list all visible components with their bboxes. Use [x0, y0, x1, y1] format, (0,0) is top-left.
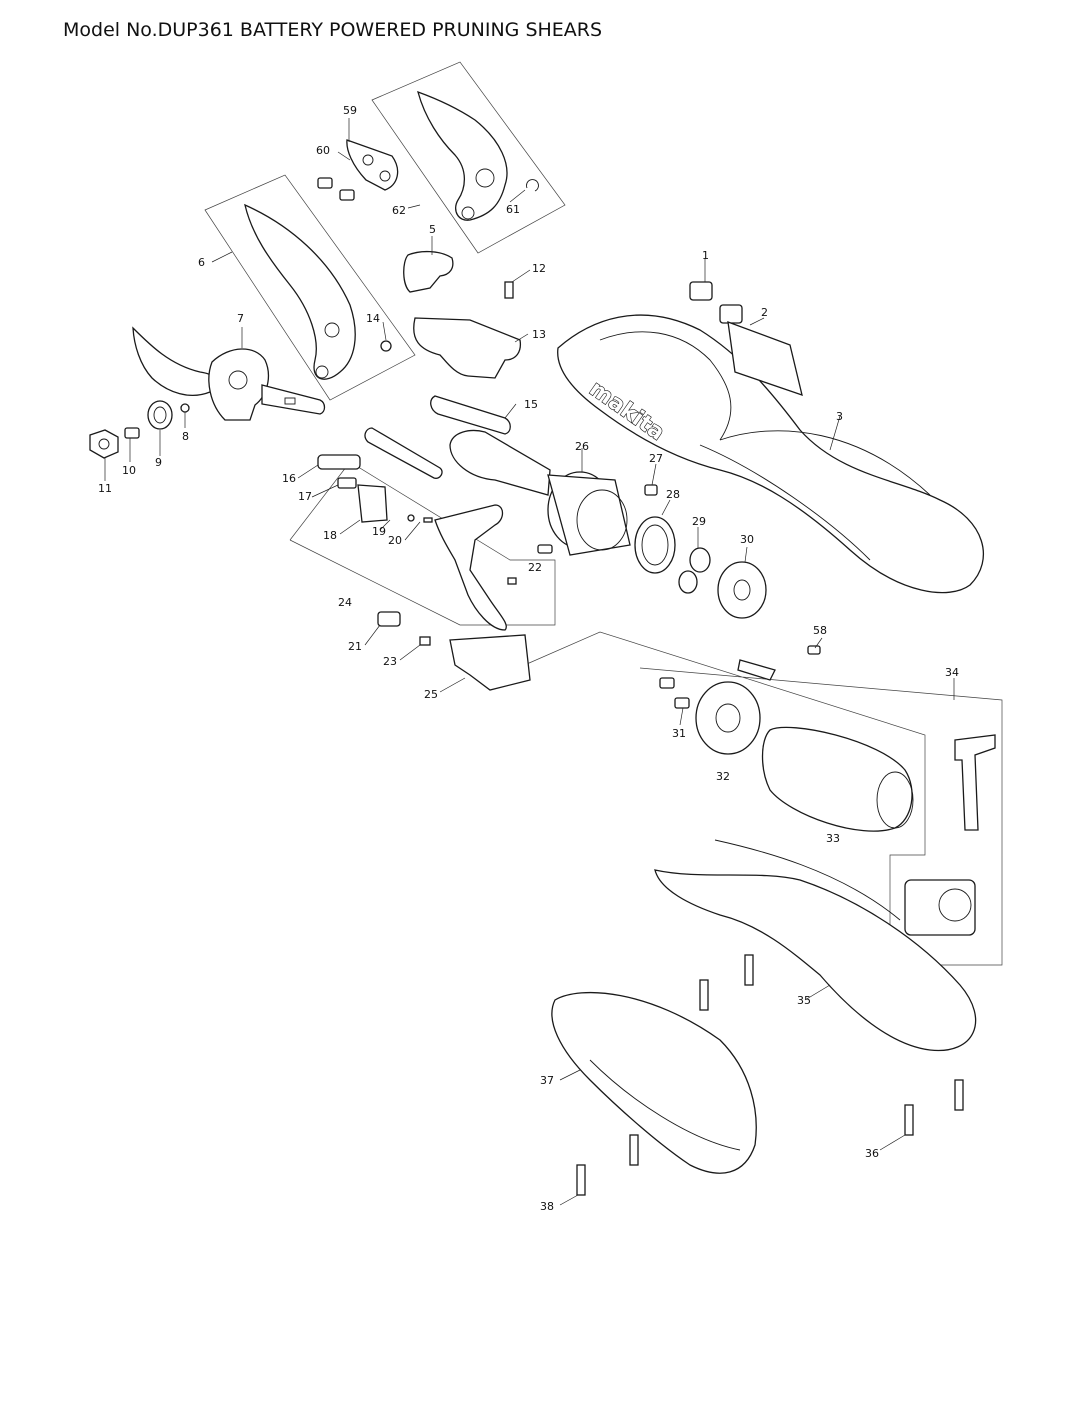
part-number-58: 58 [813, 624, 827, 637]
part-number-5: 5 [429, 223, 436, 236]
part-number-33: 33 [826, 832, 840, 845]
part-number-22: 22 [528, 561, 542, 574]
part-number-21: 21 [348, 640, 362, 653]
part-number-14: 14 [366, 312, 380, 325]
lower-blade-assembly [89, 203, 356, 459]
switch-assembly [904, 879, 976, 936]
part-number-36: 36 [865, 1147, 879, 1160]
page-title: Model No.DUP361 BATTERY POWERED PRUNING … [63, 19, 603, 41]
gear-housing-and-motor [547, 471, 996, 832]
part-number-20: 20 [388, 534, 402, 547]
part-number-3: 3 [836, 410, 843, 423]
part-number-60: 60 [316, 144, 330, 157]
part-number-10: 10 [122, 464, 136, 477]
part-number-24: 24 [338, 596, 352, 609]
part-number-15: 15 [524, 398, 538, 411]
part-number-2: 2 [761, 306, 768, 319]
part-number-7: 7 [237, 312, 244, 325]
part-number-29: 29 [692, 515, 706, 528]
handle-halves [551, 839, 977, 1196]
leader-lines [104, 118, 955, 1206]
part-number-16: 16 [282, 472, 296, 485]
part-number-11: 11 [98, 482, 112, 495]
part-number-12: 12 [532, 262, 546, 275]
drive-linkage [317, 250, 553, 691]
part-number-31: 31 [672, 727, 686, 740]
part-number-35: 35 [797, 994, 811, 1007]
part-number-34: 34 [945, 666, 959, 679]
part-number-32: 32 [716, 770, 730, 783]
part-number-62: 62 [392, 204, 406, 217]
part-number-13: 13 [532, 328, 546, 341]
part-number-19: 19 [372, 525, 386, 538]
part-number-25: 25 [424, 688, 438, 701]
part-number-61: 61 [506, 203, 520, 216]
part-number-26: 26 [575, 440, 589, 453]
part-number-8: 8 [182, 430, 189, 443]
upper-blade-assembly [317, 90, 539, 221]
part-number-labels: 59 60 61 62 6 5 7 14 12 13 15 8 9 10 11 … [98, 104, 959, 1213]
part-number-17: 17 [298, 490, 312, 503]
part-number-30: 30 [740, 533, 754, 546]
part-number-6: 6 [198, 256, 205, 269]
part-number-37: 37 [540, 1074, 554, 1087]
part-number-28: 28 [666, 488, 680, 501]
part-number-27: 27 [649, 452, 663, 465]
part-number-1: 1 [702, 249, 709, 262]
part-number-59: 59 [343, 104, 357, 117]
part-number-9: 9 [155, 456, 162, 469]
part-number-23: 23 [383, 655, 397, 668]
part-number-18: 18 [323, 529, 337, 542]
part-number-38: 38 [540, 1200, 554, 1213]
